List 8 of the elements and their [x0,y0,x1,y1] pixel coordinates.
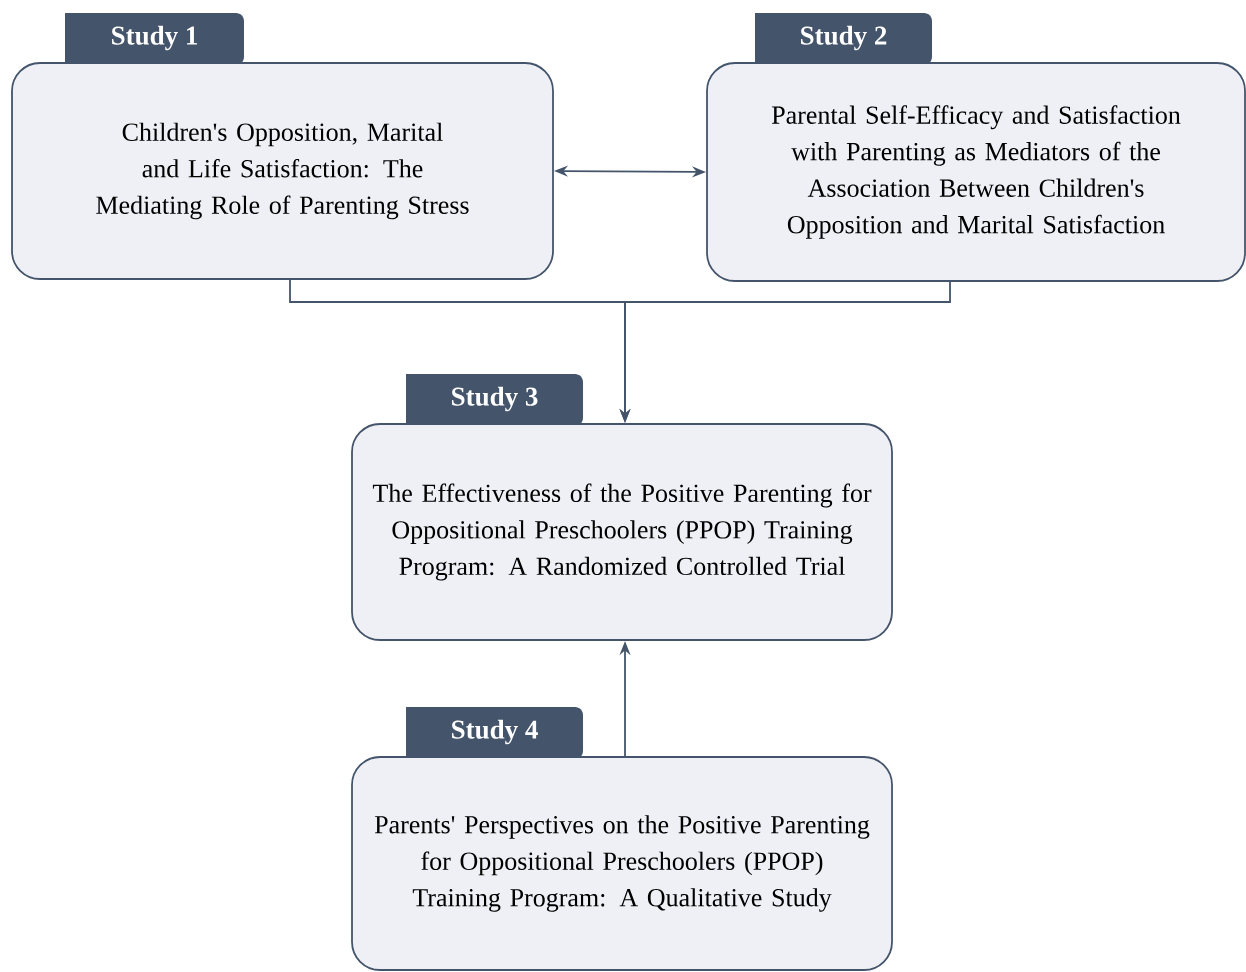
study-tab: Study 1 [65,13,244,65]
study-tab: Study 4 [406,707,583,759]
study-tab: Study 2 [755,13,932,65]
study-box: Children's Opposition, Marital and Life Satisfaction: The Mediating Role of Parenting Stress [11,62,554,280]
study-box: The Effectiveness of the Positive Parenting for Oppositional Preschoolers (PPOP) Training Program: A Randomized Controlled Trial [351,423,893,641]
study-tab: Study 3 [406,374,583,426]
study-box: Parental Self-Efficacy and Satisfaction with Parenting as Mediators of the Association Between Children's Opposition and Marital Satisfaction [706,62,1246,282]
study-box: Parents' Perspectives on the Positive Parenting for Oppositional Preschoolers (PPOP) Training Program: A Qualitative Study [351,756,893,971]
